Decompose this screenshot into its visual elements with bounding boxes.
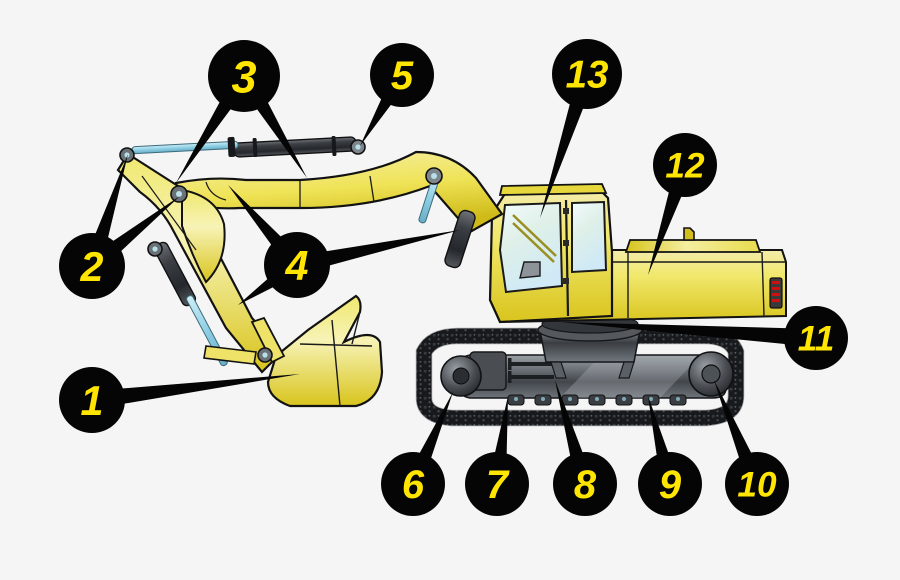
- bucket-group: [203, 294, 384, 408]
- pivot-pins-group: [119, 139, 443, 363]
- idler-hub: [452, 367, 470, 385]
- callout-label-5: 5: [391, 54, 414, 98]
- callout-leader-11-0: [560, 322, 817, 347]
- callout-11[interactable]: 11: [784, 306, 848, 370]
- callout-9[interactable]: 9: [638, 452, 702, 516]
- engine-hood: [624, 239, 762, 253]
- track-frame-sheen: [560, 356, 700, 398]
- boom: [174, 150, 504, 234]
- boom-cylinder-rod: [131, 140, 239, 155]
- callout-circle-12[interactable]: [653, 133, 717, 197]
- tail-light: [769, 277, 783, 309]
- callout-label-11: 11: [798, 320, 835, 359]
- operator-seat: [519, 261, 541, 279]
- callout-circle-10[interactable]: [725, 452, 789, 516]
- callout-label-12: 12: [665, 147, 705, 186]
- boom-group: [116, 150, 504, 374]
- callout-label-10: 10: [737, 466, 777, 505]
- callout-10[interactable]: 10: [725, 452, 789, 516]
- callout-circle-6[interactable]: [381, 452, 445, 516]
- stick-knuckle: [181, 188, 226, 284]
- exhaust-stack: [683, 227, 695, 241]
- callout-label-3: 3: [231, 52, 256, 103]
- track-belt-outline: [415, 327, 745, 427]
- callout-5[interactable]: 5: [370, 43, 434, 107]
- callout-label-8: 8: [574, 463, 597, 507]
- callout-label-7: 7: [486, 463, 510, 507]
- callout-circle-1[interactable]: [59, 367, 125, 433]
- callout-7[interactable]: 7: [465, 452, 529, 516]
- callout-circle-9[interactable]: [638, 452, 702, 516]
- cab-wiper: [512, 214, 557, 263]
- undercarriage-group: [415, 314, 745, 427]
- bucket-seams: [299, 311, 373, 407]
- callout-leader-4-2: [295, 230, 460, 274]
- boom-panel-lines: [205, 175, 375, 208]
- cab-front-window: [498, 201, 564, 294]
- callout-circle-13[interactable]: [552, 39, 622, 109]
- callout-8[interactable]: 8: [553, 452, 617, 516]
- track-belt: [416, 328, 744, 426]
- window-pillar: [564, 199, 570, 317]
- callout-circle-3[interactable]: [208, 40, 280, 112]
- callout-circle-5[interactable]: [370, 43, 434, 107]
- boom-cylinder-collars: [227, 135, 337, 158]
- callout-label-4: 4: [285, 243, 309, 289]
- callout-13[interactable]: 13: [552, 39, 622, 109]
- callout-label-1: 1: [81, 378, 104, 424]
- callout-label-13: 13: [566, 54, 609, 97]
- stick-panel-lines: [141, 175, 197, 251]
- callout-2[interactable]: 2: [59, 233, 125, 299]
- callout-12[interactable]: 12: [653, 133, 717, 197]
- upper-structure-group: [488, 183, 787, 324]
- roller-pins: [514, 397, 680, 401]
- callout-4[interactable]: 4: [264, 232, 330, 298]
- bucket: [266, 294, 384, 408]
- callout-1[interactable]: 1: [59, 367, 125, 433]
- callout-leader-1-0: [90, 374, 300, 409]
- callout-circle-7[interactable]: [465, 452, 529, 516]
- callout-3[interactable]: 3: [208, 40, 280, 112]
- callout-label-2: 2: [80, 244, 104, 290]
- cab-latches: [563, 208, 569, 284]
- swing-mounts: [550, 361, 635, 379]
- callout-label-9: 9: [659, 463, 682, 507]
- callout-circle-4[interactable]: [264, 232, 330, 298]
- callout-circle-8[interactable]: [553, 452, 617, 516]
- cab-roof: [498, 183, 608, 196]
- sprocket-hub: [701, 364, 721, 384]
- callout-circle-11[interactable]: [784, 306, 848, 370]
- callout-circle-2[interactable]: [59, 233, 125, 299]
- callout-label-6: 6: [402, 463, 425, 507]
- bucket-link-h: [203, 345, 257, 365]
- boom-cylinder-barrel: [233, 136, 357, 158]
- tensioner-slots: [508, 358, 554, 383]
- callout-6[interactable]: 6: [381, 452, 445, 516]
- cab-side-window: [571, 200, 608, 274]
- stick-cylinder-barrel: [444, 209, 476, 269]
